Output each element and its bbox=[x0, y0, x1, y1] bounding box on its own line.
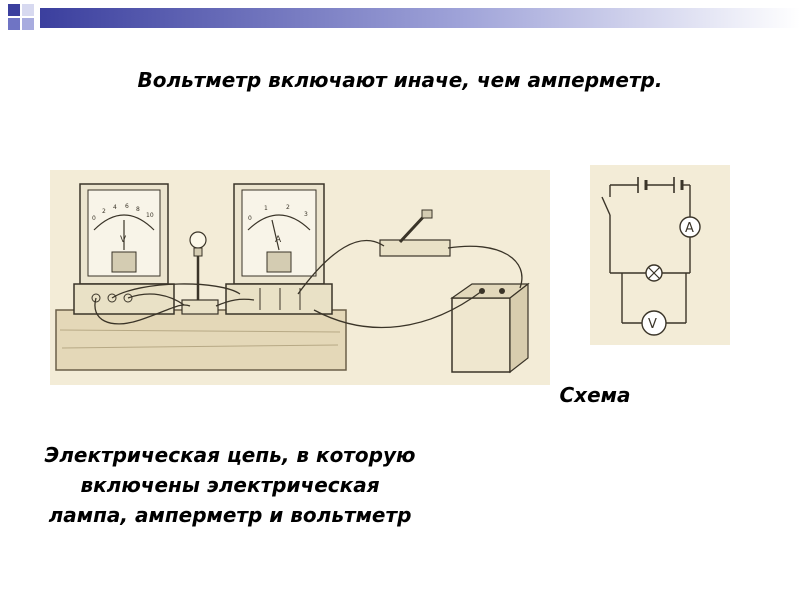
caption-line-3: лампа, амперметр и вольтметр bbox=[48, 503, 412, 527]
ammeter-symbol bbox=[679, 216, 701, 238]
battery bbox=[450, 282, 530, 374]
lamp-device bbox=[181, 231, 219, 315]
voltmeter-tick-0: 0 bbox=[92, 215, 96, 222]
circuit-caption: Электрическая цепь, в которую включены э… bbox=[0, 440, 520, 530]
caption-line-2: включены электрическая bbox=[80, 473, 380, 497]
switch-blade bbox=[601, 196, 611, 216]
scheme-label: Схема bbox=[559, 383, 631, 407]
base-grain-2 bbox=[61, 344, 339, 349]
voltmeter-symbol bbox=[641, 310, 667, 336]
header-square-4 bbox=[22, 4, 34, 16]
voltmeter-tick-6: 6 bbox=[125, 203, 129, 210]
ammeter-symbol-letter: A bbox=[685, 221, 694, 236]
slide-title: Вольтметр включают иначе, чем амперметр. bbox=[137, 68, 663, 92]
ammeter-tick-0: 0 bbox=[248, 215, 252, 222]
header-square-1 bbox=[8, 4, 20, 16]
circuit-schematic: A V bbox=[590, 165, 730, 345]
ammeter-tick-3: 3 bbox=[304, 211, 308, 218]
ammeter-tick-1: 1 bbox=[264, 205, 268, 212]
header-gradient-bar bbox=[40, 8, 800, 28]
voltmeter-tick-10: 10 bbox=[146, 212, 154, 219]
voltmeter-tick-4: 4 bbox=[113, 204, 117, 211]
base-grain-1 bbox=[59, 329, 341, 333]
lamp-cross-2 bbox=[648, 267, 660, 279]
voltmeter-letter: V bbox=[120, 235, 127, 245]
knife-switch bbox=[379, 209, 451, 257]
voltmeter-symbol-letter: V bbox=[648, 317, 657, 332]
ammeter-device bbox=[225, 183, 333, 315]
ammeter-tick-2: 2 bbox=[286, 204, 290, 211]
caption-line-1: Электрическая цепь, в которую bbox=[44, 443, 416, 467]
wooden-base bbox=[55, 309, 347, 371]
circuit-photo: V 0 2 4 6 8 10 A 0 1 2 3 bbox=[50, 170, 550, 385]
voltmeter-device bbox=[73, 183, 175, 315]
header-decoration bbox=[8, 4, 800, 30]
voltmeter-tick-8: 8 bbox=[136, 206, 140, 213]
header-square-2 bbox=[22, 18, 34, 30]
connecting-wires bbox=[94, 240, 523, 329]
header-square-3 bbox=[8, 18, 20, 30]
voltmeter-tick-2: 2 bbox=[102, 208, 106, 215]
ammeter-letter: A bbox=[275, 235, 282, 245]
